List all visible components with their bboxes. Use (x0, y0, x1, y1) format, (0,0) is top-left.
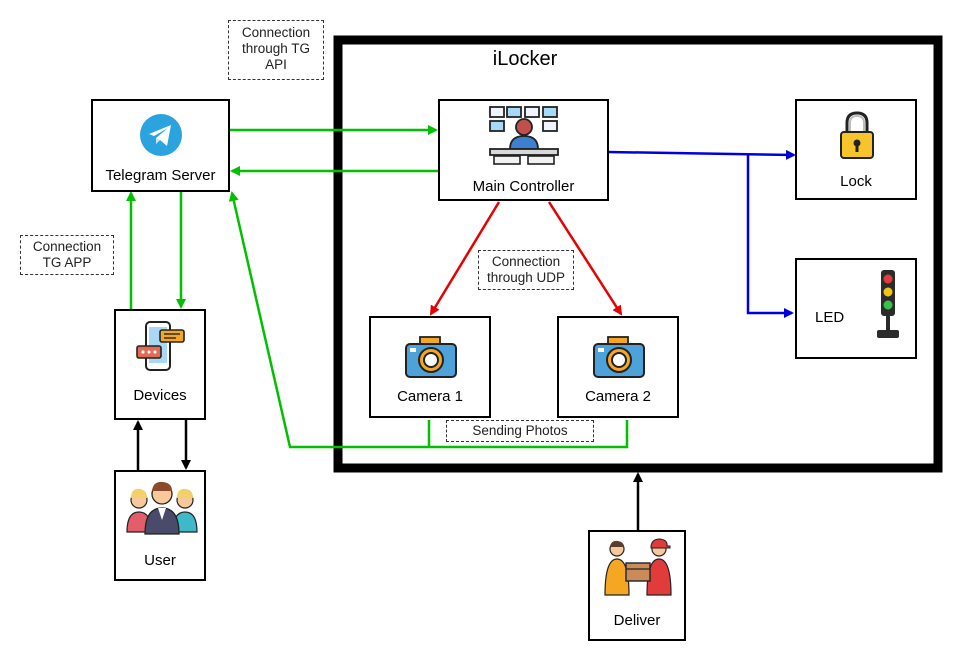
camera-icon (405, 336, 457, 378)
lock-label: Lock (840, 173, 872, 190)
camera1-node[interactable]: Camera 1 (369, 316, 491, 418)
note-sending-photos: Sending Photos (446, 420, 594, 442)
delivery-handover-icon (604, 538, 672, 596)
lock-node[interactable]: Lock (795, 99, 917, 200)
devices-node[interactable]: Devices (114, 309, 206, 420)
user-group-icon (126, 481, 198, 535)
note-tg-app: Connection TG APP (20, 235, 114, 275)
smartphone-chat-icon (136, 321, 185, 371)
ilocker-title: iLocker (492, 48, 558, 70)
arrow-controller-to-led (746, 154, 794, 318)
camera2-label: Camera 2 (585, 388, 651, 405)
deliver-label: Deliver (613, 612, 661, 629)
telegram-icon (140, 114, 182, 156)
main-controller-node[interactable]: Main Controller (438, 99, 609, 201)
camera2-node[interactable]: Camera 2 (557, 316, 679, 418)
arrow-controller-to-camera2 (547, 201, 623, 316)
deliver-node[interactable]: Deliver (588, 530, 686, 641)
ilocker-frame (333, 35, 943, 473)
camera1-label: Camera 1 (397, 388, 463, 405)
operator-desk-icon (489, 106, 559, 165)
arrow-cameras-photos-to-telegram (228, 191, 629, 449)
padlock-icon (840, 111, 874, 159)
note-tg-api: Connection through TG API (228, 20, 324, 80)
telegram-server-label: Telegram Server (105, 167, 216, 184)
telegram-server-node[interactable]: Telegram Server (91, 99, 230, 192)
led-label: LED (815, 309, 845, 326)
arrow-controller-to-camera1 (429, 201, 501, 316)
camera-icon (593, 336, 645, 378)
led-node[interactable]: LED (795, 258, 917, 359)
arrow-controller-to-lock (607, 149, 796, 160)
user-label: User (144, 552, 176, 569)
traffic-light-icon (877, 270, 899, 338)
user-node[interactable]: User (114, 470, 206, 581)
devices-label: Devices (133, 387, 187, 404)
main-controller-label: Main Controller (472, 178, 575, 195)
note-udp: Connection through UDP (478, 250, 574, 290)
